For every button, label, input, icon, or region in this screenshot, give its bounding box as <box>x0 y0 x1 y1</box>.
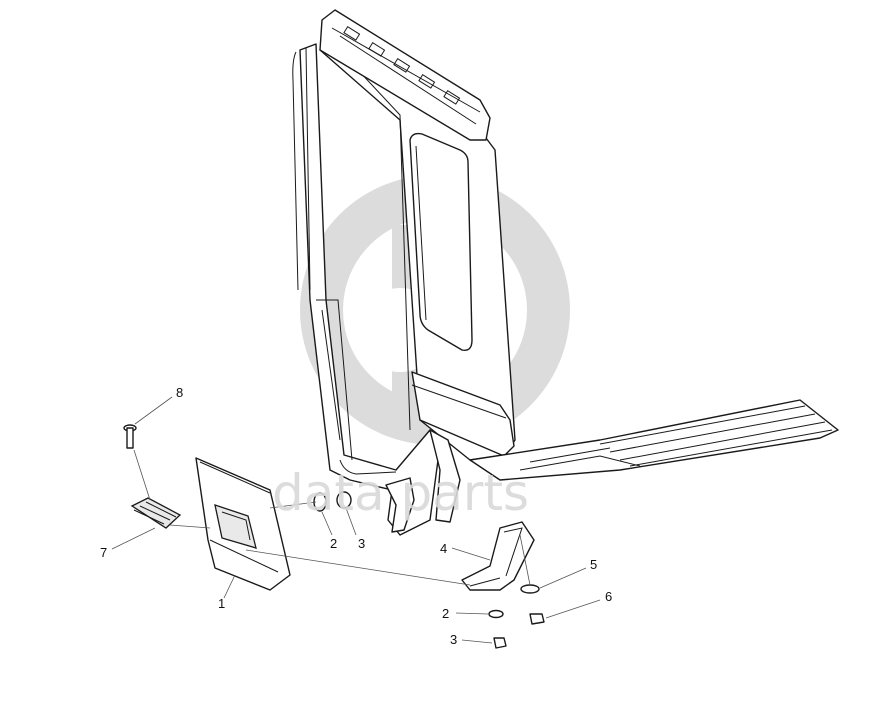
watermark-text: data parts <box>272 464 529 522</box>
mounting-bracket <box>461 521 535 591</box>
callout-6: 6 <box>605 589 612 604</box>
washer-lower <box>488 609 504 619</box>
callout-labels: 1 2 3 4 5 2 6 3 7 8 <box>100 385 612 647</box>
step-pad <box>130 497 182 529</box>
leader-lines <box>111 396 601 644</box>
step-cover-panel <box>195 457 291 591</box>
body-side-frame <box>292 9 516 536</box>
callout-1: 1 <box>218 596 225 611</box>
floor-rail <box>469 399 839 481</box>
callout-2-upper: 2 <box>330 536 337 551</box>
callout-8: 8 <box>176 385 183 400</box>
callout-5: 5 <box>590 557 597 572</box>
callout-2-lower: 2 <box>442 606 449 621</box>
washer-5 <box>520 584 540 594</box>
callout-3-upper: 3 <box>358 536 365 551</box>
callout-4: 4 <box>440 541 447 556</box>
nut-lower <box>493 637 507 649</box>
nut-6 <box>529 613 545 625</box>
callout-3-lower: 3 <box>450 632 457 647</box>
nut-upper <box>336 491 352 509</box>
callout-7: 7 <box>100 545 107 560</box>
roof-rail-slots <box>343 26 461 105</box>
bolt <box>123 424 137 449</box>
